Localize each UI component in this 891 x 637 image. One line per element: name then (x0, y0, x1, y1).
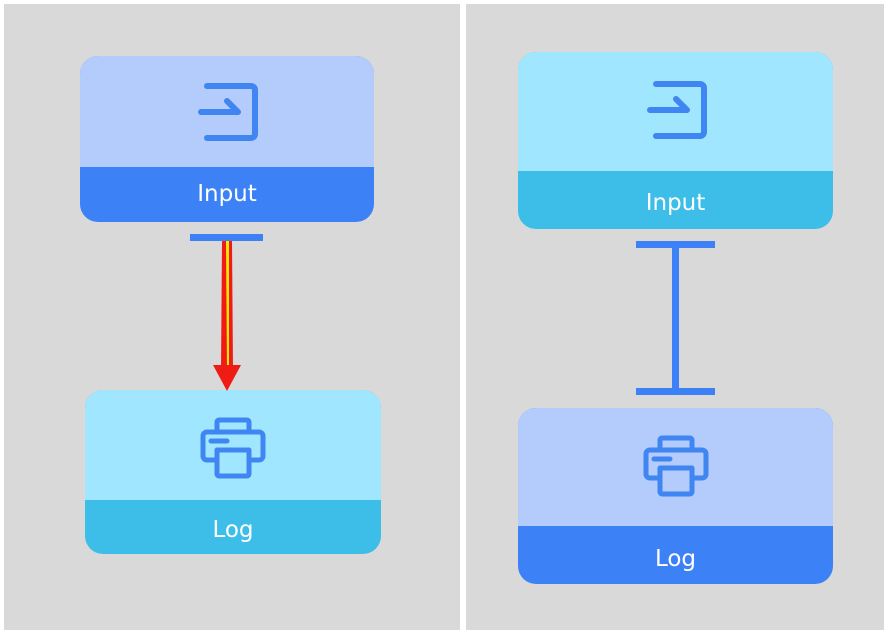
printer-icon (200, 417, 266, 479)
node-label: Log (654, 546, 697, 572)
left-log-node[interactable]: Log (85, 390, 381, 554)
connector-bottom-bar (636, 388, 715, 395)
right-connector[interactable] (636, 241, 715, 395)
printer-icon (643, 435, 708, 497)
enter-icon (198, 83, 258, 141)
node-label: Input (197, 181, 257, 207)
node-label: Input (645, 190, 706, 216)
connector-top-bar (636, 241, 715, 248)
enter-icon (646, 81, 707, 139)
arrow-highlight (226, 241, 229, 370)
left-connector[interactable] (190, 234, 263, 391)
arrow-head (213, 365, 241, 391)
connector-stem (672, 248, 679, 388)
right-log-node[interactable]: Log (518, 408, 833, 584)
node-label: Log (212, 517, 254, 543)
left-input-node[interactable]: Input (80, 56, 374, 222)
right-input-node[interactable]: Input (518, 52, 833, 229)
connector-start-bar (190, 234, 263, 241)
